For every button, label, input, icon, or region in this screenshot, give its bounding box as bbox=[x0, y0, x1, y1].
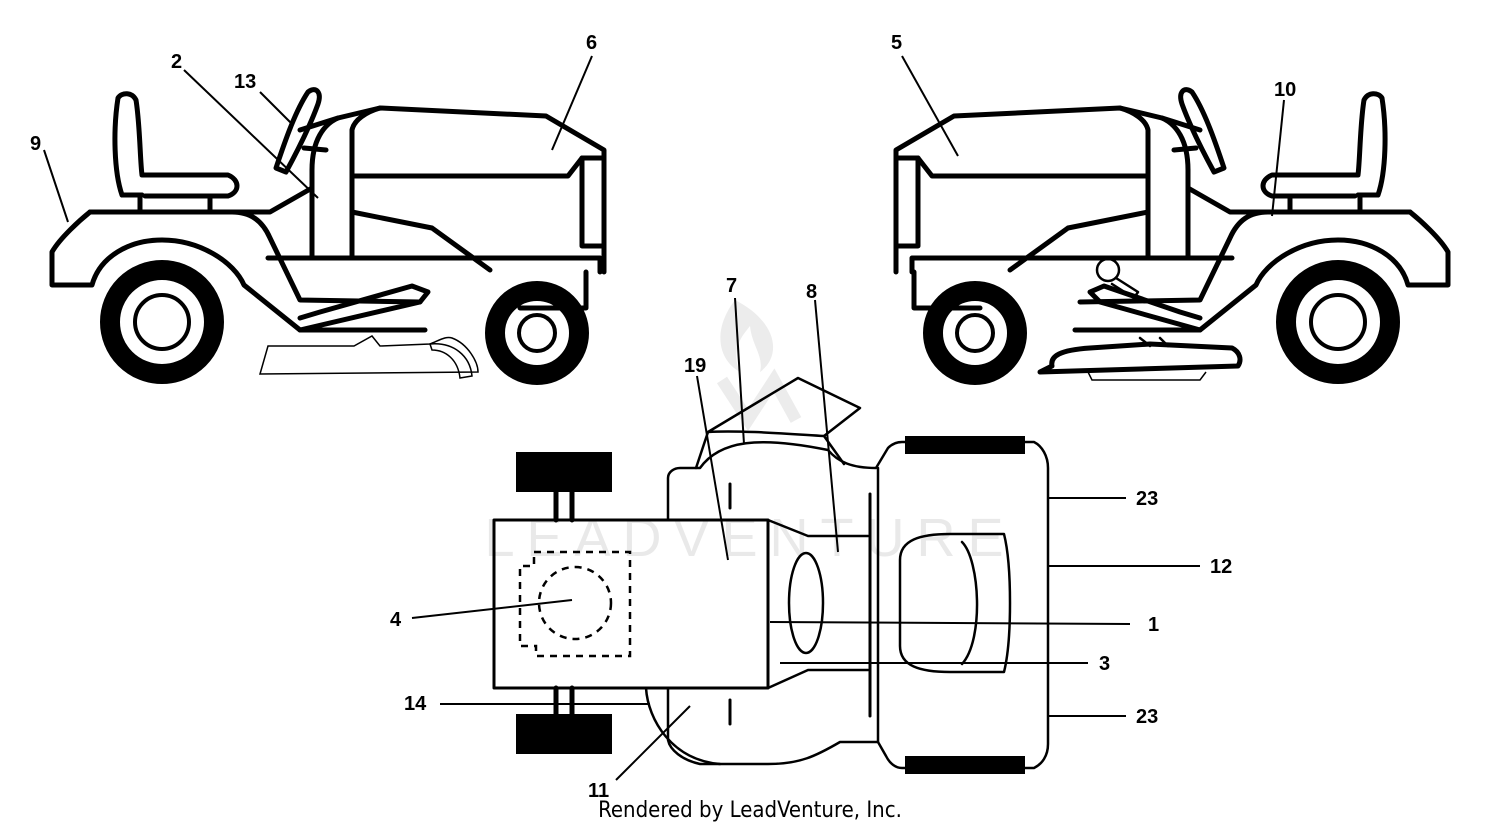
front-wheel-top bbox=[516, 452, 612, 492]
callout-12: 12 bbox=[1210, 556, 1232, 578]
callout-4: 4 bbox=[390, 609, 402, 631]
callout-10: 10 bbox=[1274, 79, 1296, 101]
tractor-right-side-view bbox=[893, 87, 1451, 385]
callout-13: 13 bbox=[234, 71, 256, 93]
callout-5: 5 bbox=[891, 32, 902, 54]
callout-7: 7 bbox=[726, 275, 737, 297]
callout-23-top: 23 bbox=[1136, 488, 1158, 510]
callout-23-bottom: 23 bbox=[1136, 706, 1158, 728]
front-wheel-bottom bbox=[516, 714, 612, 754]
callout-11: 11 bbox=[588, 780, 609, 802]
callout-9: 9 bbox=[30, 133, 41, 155]
leader-lines bbox=[43, 55, 1285, 781]
callout-14: 14 bbox=[404, 693, 427, 715]
callout-8: 8 bbox=[806, 281, 817, 303]
tractor-top-view bbox=[492, 376, 1050, 774]
callout-3: 3 bbox=[1099, 653, 1110, 675]
callout-1: 1 bbox=[1148, 614, 1159, 636]
callout-19: 19 bbox=[684, 355, 706, 377]
callouts: 1 2 3 4 5 6 7 8 9 10 11 12 13 14 19 23 2… bbox=[30, 32, 1296, 802]
watermark-text: LEADVENTURE bbox=[484, 508, 1015, 568]
callout-2: 2 bbox=[171, 51, 182, 73]
callout-6: 6 bbox=[586, 32, 597, 54]
rendered-by-footer: Rendered by LeadVenture, Inc. bbox=[598, 798, 902, 823]
tractor-left-side-view bbox=[49, 87, 607, 385]
